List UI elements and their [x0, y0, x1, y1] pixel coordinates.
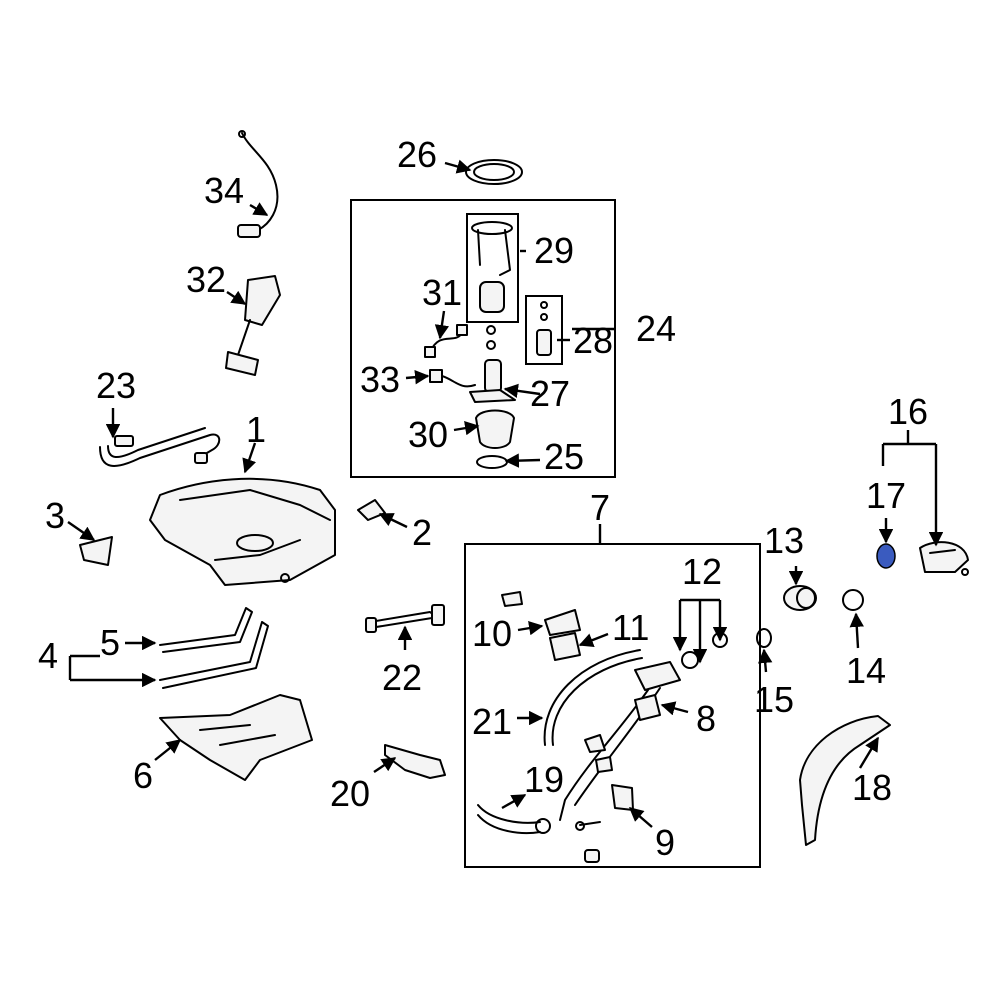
callout-34: 34	[204, 170, 244, 211]
part-30-filter[interactable]	[475, 409, 515, 449]
part-23-vapor-hose[interactable]	[99, 427, 221, 467]
callout-29: 29	[534, 230, 574, 271]
callout-5: 5	[100, 622, 120, 663]
callout-12: 12	[682, 551, 722, 592]
part-20-hose[interactable]	[384, 744, 446, 779]
part-22-bracket[interactable]	[365, 604, 445, 633]
callout-28: 28	[573, 320, 613, 361]
callout-9: 9	[655, 822, 675, 863]
fuel-pump-assembly-box	[350, 199, 616, 478]
part-5-strap[interactable]	[159, 607, 253, 653]
callout-27: 27	[530, 373, 570, 414]
part-16-fuel-door[interactable]	[919, 541, 969, 576]
part-bolt[interactable]	[575, 821, 601, 831]
fuel-pump-filter-box	[466, 213, 519, 323]
leader-lines	[67, 159, 944, 828]
part-10-bracket[interactable]	[544, 609, 581, 636]
o-ring-b	[486, 340, 496, 350]
part-26-gasket[interactable]	[465, 159, 523, 185]
part-clamps[interactable]	[584, 734, 613, 773]
callout-8: 8	[696, 698, 716, 739]
part-13-housing[interactable]	[783, 585, 817, 611]
part-4-strap[interactable]	[159, 621, 269, 689]
callout-24: 24	[636, 308, 676, 349]
callout-11: 11	[612, 607, 649, 648]
callout-14: 14	[846, 650, 886, 691]
part-11-bracket[interactable]	[549, 632, 581, 661]
part-21-breather-pipe[interactable]	[543, 649, 643, 746]
part-1-fuel-tank[interactable]	[149, 477, 336, 586]
callout-13: 13	[764, 520, 804, 561]
part-28-pressure-regulator[interactable]	[536, 301, 552, 356]
callout-21: 21	[472, 701, 512, 742]
part-3-pad[interactable]	[79, 536, 113, 566]
callout-19: 19	[524, 759, 564, 800]
pressure-regulator-box	[525, 295, 563, 365]
callout-4: 4	[38, 635, 58, 676]
part-33-wire[interactable]	[429, 369, 476, 388]
callout-17: 17	[866, 475, 906, 516]
callout-15: 15	[754, 679, 794, 720]
callout-10: 10	[472, 613, 512, 654]
callout-16: 16	[888, 391, 928, 432]
callout-2: 2	[412, 512, 432, 553]
filler-pipe-assembly-box	[464, 543, 761, 868]
part-9-bracket[interactable]	[611, 784, 634, 811]
callout-6: 6	[133, 755, 153, 796]
part-18-fender-liner[interactable]	[799, 715, 891, 846]
part-34-sender-wire[interactable]	[237, 130, 279, 238]
callout-32: 32	[186, 259, 226, 300]
callout-31: 31	[422, 272, 462, 313]
callout-30: 30	[408, 414, 448, 455]
part-31-wire[interactable]	[424, 324, 468, 358]
callout-25: 25	[544, 436, 584, 477]
part-6-heat-shield[interactable]	[159, 694, 313, 781]
callout-7: 7	[590, 487, 610, 528]
part-17-gasket-highlighted[interactable]	[876, 543, 896, 569]
callout-20: 20	[330, 773, 370, 814]
part-25-gasket[interactable]	[476, 455, 508, 469]
callout-23: 23	[96, 365, 136, 406]
part-32-sender-unit[interactable]	[225, 275, 281, 376]
callout-26: 26	[397, 134, 437, 175]
part-19-hose[interactable]	[477, 804, 551, 835]
callout-18: 18	[852, 767, 892, 808]
part-14-ring[interactable]	[842, 589, 864, 611]
part-nut[interactable]	[584, 849, 600, 863]
part-29-fuel-pump-bracket[interactable]	[471, 221, 513, 313]
part-clip-top[interactable]	[501, 591, 523, 607]
callout-3: 3	[45, 495, 65, 536]
part-2-label[interactable]	[357, 499, 386, 521]
callout-22: 22	[382, 657, 422, 698]
o-ring-a	[486, 325, 496, 335]
callout-labels: 1 2 3 4 5 6 7 8 9 10 11 12 13 14 15 16 1…	[38, 134, 928, 863]
callout-1: 1	[246, 409, 266, 450]
part-15-gasket[interactable]	[756, 628, 772, 648]
callout-33: 33	[360, 359, 400, 400]
part-8-cap-holder[interactable]	[634, 694, 661, 721]
part-27-fuel-pump[interactable]	[469, 359, 516, 403]
